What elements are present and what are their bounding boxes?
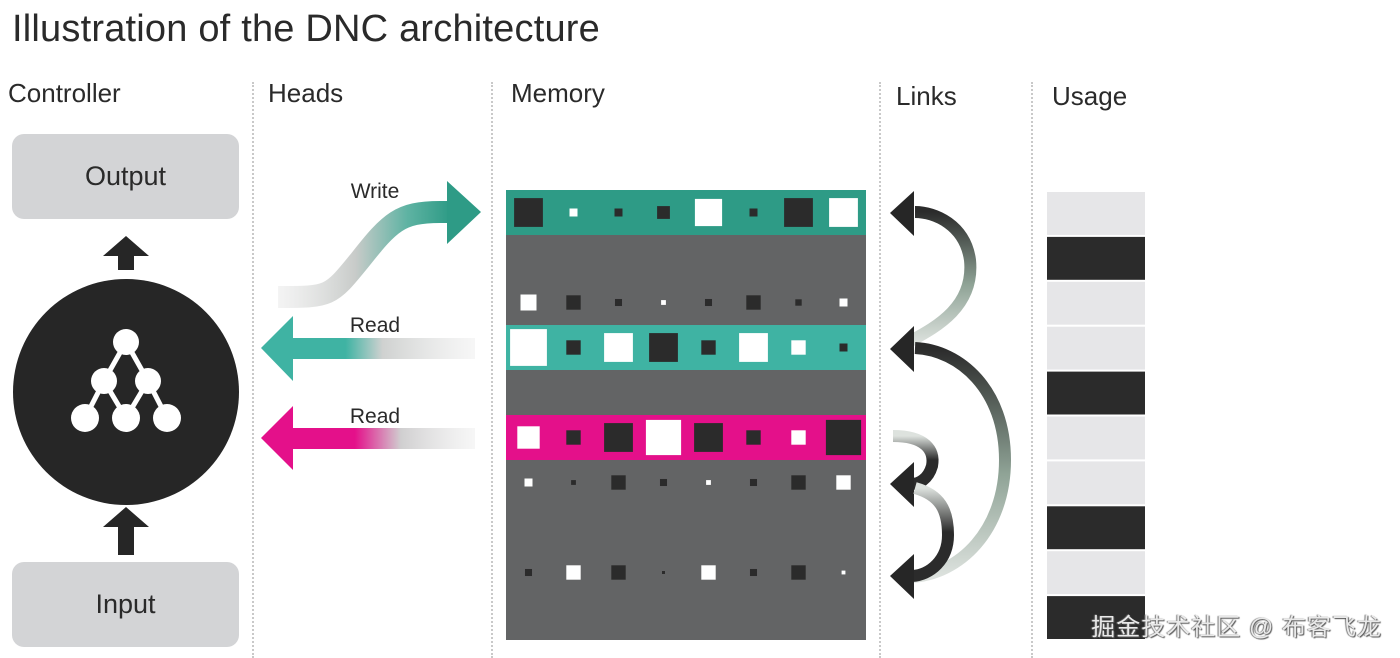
memory-cell: [569, 208, 578, 217]
input-box: Input: [12, 562, 239, 647]
memory-cell: [517, 426, 540, 449]
memory-cell: [746, 295, 761, 310]
memory-cell: [604, 333, 633, 362]
memory-cell: [749, 208, 758, 217]
memory-cell: [791, 430, 806, 445]
memory-cell: [662, 571, 665, 574]
memory-cell: [571, 480, 576, 485]
link-arrow-row6-to-row8: [911, 482, 955, 582]
diagram-title: Illustration of the DNC architecture: [12, 8, 600, 50]
memory-cell: [566, 430, 581, 445]
section-label-controller: Controller: [8, 78, 121, 108]
memory-cell: [694, 198, 723, 227]
memory-cell: [661, 300, 666, 305]
link-arrowhead-row8-icon: [890, 554, 914, 599]
link-arrowhead-row6-icon: [890, 462, 914, 507]
read-head-arrow-magenta: [261, 406, 475, 470]
read-head-arrow-teal: [261, 316, 475, 381]
memory-cell: [839, 298, 848, 307]
usage-slot-used: [1047, 371, 1145, 415]
memory-cell: [749, 568, 758, 577]
memory-cell: [839, 343, 848, 352]
usage-slot-free: [1047, 326, 1145, 370]
memory-row-highlight-read_teal: [506, 325, 866, 370]
memory-cell: [611, 475, 626, 490]
memory-cell: [520, 294, 537, 311]
usage-vector: [1047, 192, 1145, 639]
memory-cell: [614, 208, 623, 217]
memory-cell: [739, 333, 768, 362]
memory-cell: [746, 430, 761, 445]
temporal-links: [890, 191, 1012, 599]
usage-slot-used: [1047, 596, 1145, 639]
memory-cell: [829, 198, 858, 227]
memory-cell: [795, 299, 802, 306]
read-head-label-2: Read: [350, 405, 400, 428]
usage-slot-used: [1047, 236, 1145, 280]
read-head-label-1: Read: [350, 314, 400, 337]
memory-cell: [657, 206, 670, 219]
output-box: Output: [12, 134, 239, 219]
memory-cell: [645, 419, 682, 456]
memory-cell: [514, 198, 543, 227]
memory-cell: [749, 478, 758, 487]
write-head-label: Write: [351, 180, 400, 203]
write-head-arrow: [277, 181, 481, 308]
memory-cell: [706, 480, 711, 485]
memory-cell: [836, 475, 851, 490]
link-arrow-row5-to-row6: [892, 430, 939, 490]
memory-cell: [566, 340, 581, 355]
memory-cell: [566, 295, 581, 310]
memory-cell: [604, 423, 633, 452]
usage-slot-free: [1047, 461, 1145, 505]
memory-cell: [791, 475, 806, 490]
link-arrowhead-row0-icon: [890, 191, 914, 236]
usage-slot-used: [1047, 506, 1145, 550]
section-label-links: Links: [896, 81, 957, 111]
divider-heads-memory: [491, 82, 493, 658]
usage-slot-free: [1047, 281, 1145, 325]
usage-slot-free: [1047, 416, 1145, 460]
link-arrow-row8-to-row3: [909, 342, 1012, 583]
divider-links-usage: [1031, 82, 1033, 658]
memory-matrix: [506, 190, 866, 640]
memory-cell: [611, 565, 626, 580]
section-label-usage: Usage: [1052, 81, 1128, 111]
memory-cell: [701, 565, 716, 580]
link-arrowhead-row3-icon: [890, 326, 914, 372]
memory-cell: [614, 298, 623, 307]
memory-cell: [524, 568, 533, 577]
arrow-up-to-output-icon: [103, 236, 149, 270]
memory-cell: [704, 298, 713, 307]
memory-cell: [649, 333, 678, 362]
usage-slot-free: [1047, 192, 1145, 235]
link-arrow-row3-to-row0: [902, 206, 977, 350]
divider-controller-heads: [252, 82, 254, 658]
arrow-up-from-input-icon: [103, 507, 149, 555]
memory-cell: [784, 198, 813, 227]
usage-slot-free: [1047, 551, 1145, 595]
memory-cell: [841, 570, 846, 575]
section-label-memory: Memory: [511, 78, 605, 108]
memory-row-highlight-read_magenta: [506, 415, 866, 460]
memory-cell: [566, 565, 581, 580]
memory-cell: [791, 565, 806, 580]
memory-cell: [791, 340, 806, 355]
memory-cell: [825, 419, 862, 456]
output-label: Output: [84, 161, 167, 191]
controller-circle: [13, 279, 239, 505]
neural-network-icon: [71, 329, 181, 432]
section-label-heads: Heads: [268, 78, 344, 108]
memory-cell: [701, 340, 716, 355]
divider-memory-links: [879, 82, 881, 658]
memory-cell: [659, 478, 668, 487]
watermark: 掘金技术社区 @ 布客飞龙: [1091, 614, 1382, 641]
memory-cell: [694, 423, 723, 452]
memory-cell: [510, 329, 547, 366]
input-label: Input: [95, 589, 156, 619]
memory-cell: [524, 478, 533, 487]
